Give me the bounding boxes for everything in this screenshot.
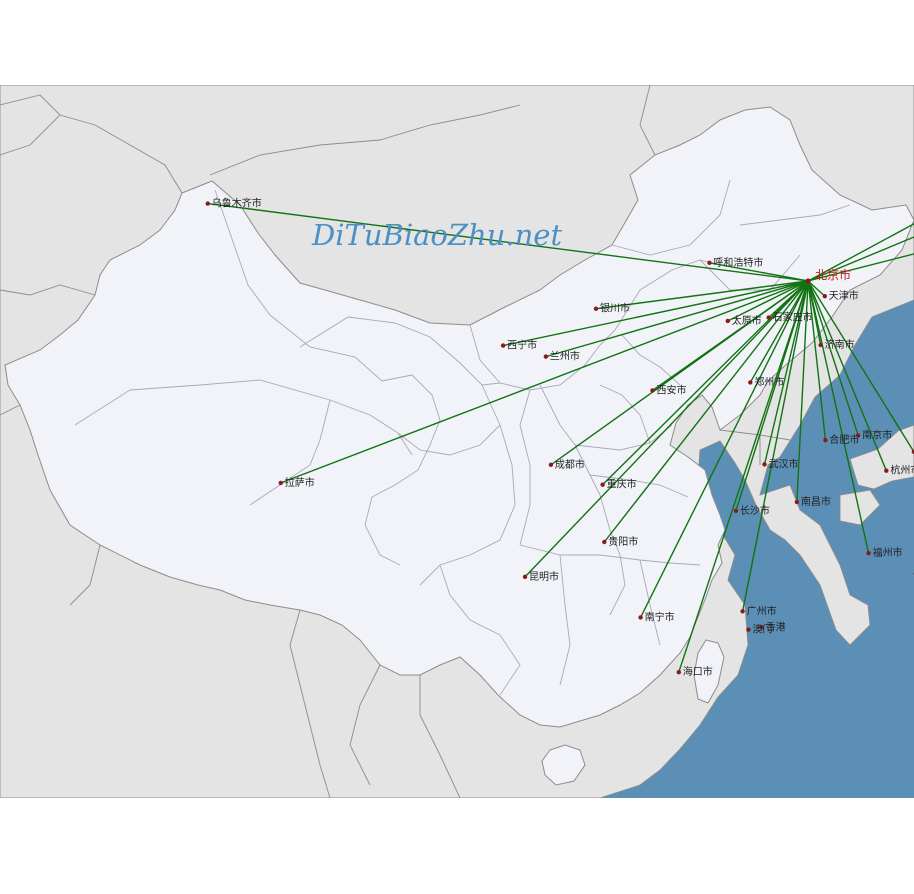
city-marker-14[interactable] (855, 433, 861, 438)
route-line-3 (709, 262, 809, 282)
city-marker-24[interactable] (602, 539, 607, 545)
city-label-28: 广州市 (747, 604, 777, 617)
city-label-26: 昆明市 (529, 570, 559, 583)
city-marker-28[interactable] (740, 609, 745, 614)
china-land (4, 106, 914, 786)
route-line-17 (550, 280, 809, 466)
city-label-22: 拉萨市 (285, 476, 315, 489)
map-frame: 哈尔滨市长春市沈阳市呼和浩特市天津市石家庄市太原市银川市济南市西宁市兰州市西安市… (0, 85, 914, 798)
city-marker-17[interactable] (548, 462, 554, 467)
route-line-1 (807, 236, 914, 282)
city-marker-23[interactable] (205, 201, 210, 206)
city-marker-7[interactable] (593, 306, 599, 311)
city-label-13: 合肥市 (829, 433, 859, 446)
route-line-24 (603, 280, 809, 543)
city-label-25: 福州市 (873, 546, 903, 559)
city-label-29: 海口市 (683, 665, 713, 678)
city-marker-25[interactable] (866, 551, 871, 556)
city-marker-27[interactable] (638, 615, 643, 620)
route-line-26 (524, 280, 809, 578)
city-label-8: 济南市 (825, 338, 855, 351)
city-markers-layer (205, 201, 914, 675)
route-line-6 (727, 280, 809, 322)
city-label-3: 呼和浩特市 (713, 256, 763, 269)
city-marker-26[interactable] (522, 574, 528, 580)
city-marker-9[interactable] (500, 343, 506, 348)
watermark-text: DiTuBiaoZhu.net (311, 218, 562, 252)
route-line-29 (678, 280, 809, 673)
city-label-10: 兰州市 (550, 350, 580, 363)
route-line-7 (595, 280, 809, 310)
city-label-6: 太原市 (732, 314, 762, 327)
route-line-28 (741, 280, 809, 612)
city-label-17: 成都市 (555, 458, 585, 471)
other-city-label-1: 澳门 (752, 623, 772, 636)
routes-layer (207, 202, 914, 673)
city-marker-11[interactable] (650, 388, 655, 393)
other-city-label-2: 香港 (766, 621, 786, 633)
route-line-13 (807, 280, 827, 441)
taiwan-land (693, 639, 725, 704)
route-line-27 (639, 280, 809, 618)
china-map[interactable]: 哈尔滨市长春市沈阳市呼和浩特市天津市石家庄市太原市银川市济南市西宁市兰州市西安市… (0, 85, 914, 798)
city-marker-21[interactable] (794, 499, 800, 505)
city-marker-16[interactable] (884, 468, 889, 473)
route-line-12 (749, 280, 809, 383)
city-label-12: 郑州市 (754, 375, 784, 388)
route-line-4 (807, 280, 826, 297)
city-marker-19[interactable] (600, 482, 605, 487)
japan-land (839, 424, 914, 526)
route-line-9 (502, 280, 809, 347)
city-marker-6[interactable] (725, 318, 730, 324)
city-label-20: 长沙市 (740, 504, 770, 517)
city-labels-layer: 哈尔滨市长春市沈阳市呼和浩特市天津市石家庄市太原市银川市济南市西宁市兰州市西安市… (212, 197, 914, 679)
capital-marker[interactable] (805, 278, 811, 284)
city-marker-18[interactable] (762, 462, 767, 467)
city-marker-5[interactable] (766, 315, 771, 320)
route-line-21 (796, 280, 809, 503)
route-line-16 (807, 280, 887, 471)
country-borders (0, 85, 791, 798)
city-marker-15[interactable] (911, 449, 914, 454)
other-city-marker-2[interactable] (759, 625, 764, 630)
city-label-24: 贵阳市 (608, 535, 638, 548)
route-line-22 (280, 280, 809, 484)
city-marker-10[interactable] (543, 354, 549, 359)
city-label-14: 南京市 (862, 428, 892, 441)
route-line-15 (807, 280, 914, 453)
city-marker-3[interactable] (707, 260, 712, 266)
capital-label: 北京市 (815, 267, 851, 282)
city-label-18: 武汉市 (769, 457, 799, 470)
city-marker-20[interactable] (733, 508, 739, 514)
city-label-19: 重庆市 (607, 478, 637, 491)
route-line-14 (807, 280, 859, 436)
city-label-7: 银川市 (600, 302, 630, 315)
province-boundaries (74, 179, 851, 696)
city-marker-22[interactable] (278, 480, 283, 486)
route-line-10 (545, 280, 809, 358)
other-city-marker-1[interactable] (746, 627, 751, 632)
city-marker-4[interactable] (822, 293, 827, 299)
route-line-25 (807, 280, 870, 554)
city-label-23: 乌鲁木齐市 (212, 197, 262, 210)
city-label-5: 石家庄市 (773, 311, 813, 324)
city-marker-13[interactable] (823, 437, 828, 443)
route-line-2 (807, 253, 914, 282)
city-label-16: 杭州市 (890, 464, 914, 477)
city-label-27: 南宁市 (645, 610, 675, 623)
route-line-18 (763, 280, 809, 465)
city-marker-12[interactable] (748, 380, 753, 385)
route-line-23 (207, 202, 809, 282)
city-label-4: 天津市 (829, 289, 859, 302)
route-line-19 (602, 280, 809, 486)
city-marker-29[interactable] (676, 670, 681, 675)
city-marker-8[interactable] (818, 342, 823, 348)
route-line-0 (807, 222, 914, 282)
city-label-9: 西宁市 (507, 339, 537, 352)
city-label-11: 西安市 (656, 384, 686, 397)
city-label-21: 南昌市 (801, 495, 831, 508)
